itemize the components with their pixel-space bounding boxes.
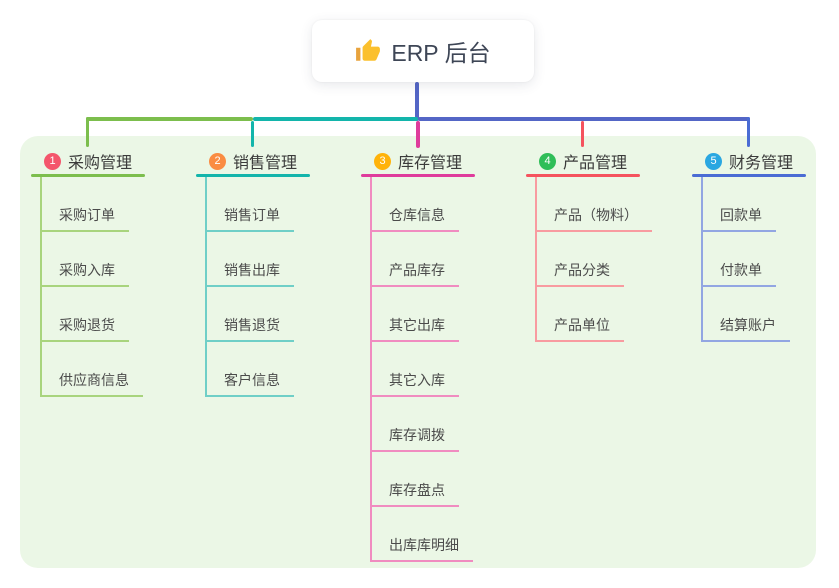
branch-label: 销售管理 [233,155,298,172]
branch-sales-header[interactable]: 2 销售管理 [209,149,297,173]
branch-label: 产品管理 [563,155,628,172]
branch-number-badge: 3 [374,152,391,170]
connector-drop-sales [251,121,254,147]
child-node[interactable]: 销售出库 [205,260,294,287]
child-node[interactable]: 供应商信息 [40,370,143,397]
branch-underline [196,174,310,177]
branch-label: 库存管理 [398,155,463,172]
connector-drop-finance [747,117,750,147]
child-node[interactable]: 销售订单 [205,205,294,232]
child-node[interactable]: 库存盘点 [370,480,459,507]
branch-number-badge: 5 [705,152,722,170]
branch-trunk-line [701,177,703,341]
child-node[interactable]: 产品单位 [535,315,624,342]
branch-procurement-header[interactable]: 1 采购管理 [44,149,132,173]
child-node[interactable]: 回款单 [701,205,776,232]
thumbs-up-icon [355,38,381,64]
child-node[interactable]: 采购入库 [40,260,129,287]
branch-underline [526,174,640,177]
child-node[interactable]: 采购订单 [40,205,129,232]
branch-number-badge: 4 [539,152,556,170]
branch-inventory-header[interactable]: 3 库存管理 [374,149,462,173]
child-node[interactable]: 销售退货 [205,315,294,342]
branch-trunk-line [370,177,372,561]
child-node[interactable]: 客户信息 [205,370,294,397]
connector-drop-procurement [86,117,89,147]
child-node[interactable]: 库存调拨 [370,425,459,452]
child-node[interactable]: 其它出库 [370,315,459,342]
branch-number-badge: 1 [44,152,61,170]
child-node[interactable]: 产品（物料） [535,205,652,232]
branch-underline [361,174,475,177]
connector-drop-product [581,121,584,147]
child-node[interactable]: 产品分类 [535,260,624,287]
root-title: ERP 后台 [391,40,491,66]
connector-horizontal-green [86,117,253,121]
branch-trunk-line [535,177,537,341]
background-panel [20,136,816,568]
child-node[interactable]: 付款单 [701,260,776,287]
child-node[interactable]: 其它入库 [370,370,459,397]
branch-number-badge: 2 [209,152,226,170]
branch-product-header[interactable]: 4 产品管理 [539,149,627,173]
connector-horizontal-teal [253,117,418,121]
child-node[interactable]: 出库库明细 [370,535,473,562]
root-node[interactable]: ERP 后台 [312,20,534,82]
branch-label: 财务管理 [729,155,794,172]
branch-underline [692,174,806,177]
connector-root-vertical [415,82,419,121]
branch-underline [31,174,145,177]
connector-drop-inventory [416,121,420,148]
child-node[interactable]: 仓库信息 [370,205,459,232]
child-node[interactable]: 产品库存 [370,260,459,287]
connector-horizontal-blue [418,117,750,121]
child-node[interactable]: 结算账户 [701,315,790,342]
branch-finance-header[interactable]: 5 财务管理 [705,149,793,173]
branch-label: 采购管理 [68,155,133,172]
child-node[interactable]: 采购退货 [40,315,129,342]
